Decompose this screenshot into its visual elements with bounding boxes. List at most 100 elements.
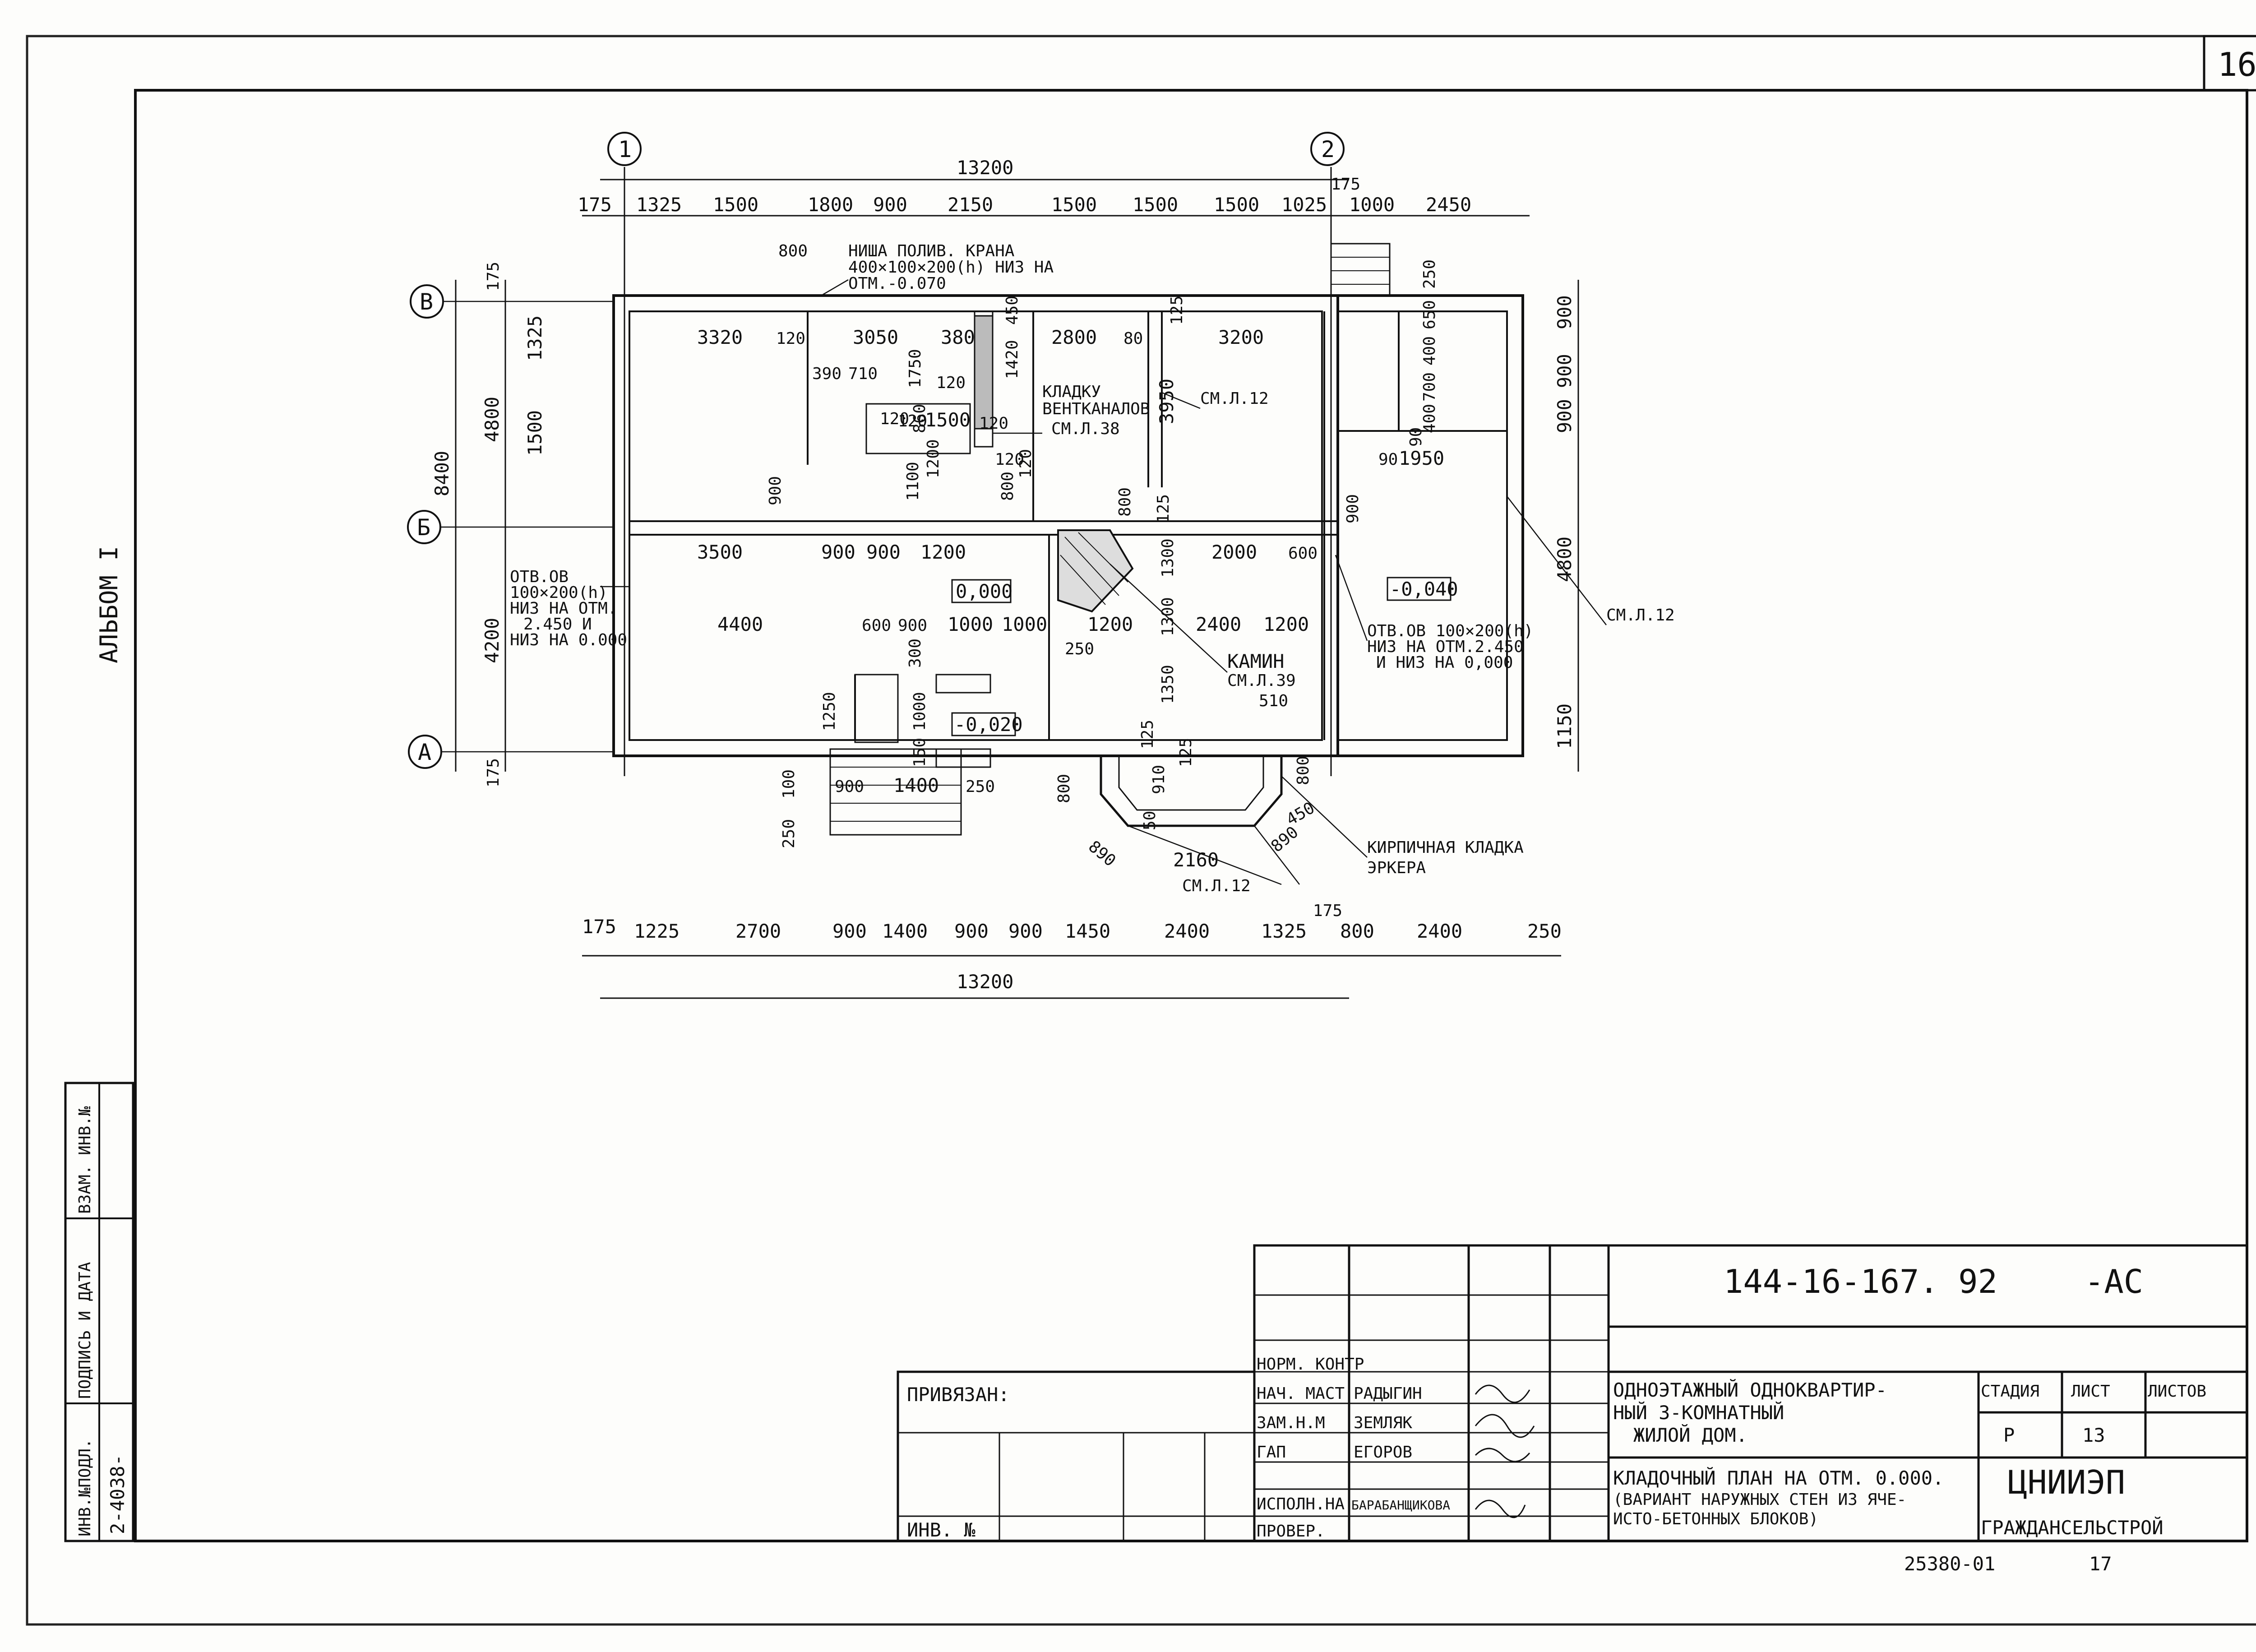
svg-text:2450: 2450	[1426, 194, 1471, 216]
svg-text:300: 300	[906, 639, 925, 668]
sheet-header: ЛИСТ	[2071, 1382, 2110, 1401]
svg-text:175: 175	[1313, 902, 1342, 920]
sheet-inner-frame	[134, 89, 2248, 1542]
drawing-suffix: -АС	[2085, 1263, 2143, 1300]
svg-text:175: 175	[582, 916, 616, 938]
svg-text:800: 800	[778, 242, 808, 260]
note-bay-2: ЭРКЕРА	[1367, 859, 1426, 877]
note-niche-1: НИША ПОЛИВ. КРАНА	[848, 242, 1015, 260]
title-line-2: НЫЙ 3-КОМНАТНЫЙ	[1613, 1401, 1784, 1424]
note-niche-3: ОТМ.-0.070	[848, 274, 946, 293]
axis-label-a: А	[418, 739, 431, 765]
svg-text:120: 120	[1017, 449, 1035, 478]
svg-text:175: 175	[1331, 175, 1360, 194]
level-0000: 0,000	[956, 580, 1012, 602]
stage-value: Р	[2003, 1424, 2015, 1446]
svg-text:900: 900	[866, 541, 901, 563]
page-number-box	[2203, 35, 2256, 92]
svg-text:1300: 1300	[1159, 538, 1177, 578]
axis-label-b: Б	[417, 514, 430, 541]
svg-text:2800: 2800	[1051, 326, 1097, 348]
svg-text:2-4038-: 2-4038-	[106, 1454, 129, 1534]
svg-text:2400: 2400	[1164, 920, 1210, 942]
svg-text:1500: 1500	[925, 409, 971, 431]
svg-text:900: 900	[766, 476, 785, 505]
leader-lines	[600, 279, 1607, 885]
dim-bottom-chain: 175 1225 2700 900 1400 900 900 1450 2400…	[582, 902, 1562, 942]
svg-text:1500: 1500	[1214, 194, 1259, 216]
svg-text:1450: 1450	[1065, 920, 1110, 942]
svg-text:3500: 3500	[697, 541, 743, 563]
svg-text:1325: 1325	[524, 315, 546, 361]
sheet-outer-border	[26, 35, 2256, 1626]
svg-text:900: 900	[1553, 354, 1576, 388]
svg-text:1000: 1000	[911, 692, 929, 731]
svg-text:120: 120	[936, 374, 966, 392]
svg-text:1420: 1420	[1003, 340, 1022, 379]
svg-text:1325: 1325	[1261, 920, 1307, 942]
dim-right-chain: 900 900 900 4800 1150 250 650 400 700 40…	[1407, 259, 1576, 749]
svg-text:800: 800	[1055, 774, 1073, 803]
dim-left-total: 8400	[431, 451, 453, 496]
side-stamp: ИНВ.№ПОДЛ. ПОДПИСЬ И ДАТА ВЗАМ. ИНВ.№ 2-…	[64, 1082, 134, 1542]
svg-text:860: 860	[911, 404, 929, 433]
note-see-12-a: СМ.Л.12	[1200, 389, 1269, 408]
org-name: ЦНИИЭП	[2008, 1463, 2125, 1501]
svg-text:3200: 3200	[1218, 326, 1264, 348]
svg-text:80: 80	[1123, 329, 1143, 348]
svg-text:1000: 1000	[948, 613, 993, 635]
svg-text:2160: 2160	[1173, 849, 1219, 871]
inv-no-label: ИНВ. №	[907, 1519, 975, 1541]
note-opening-left-3: НИЗ НА ОТМ.	[510, 599, 617, 618]
level-minus-040: -0,040	[1390, 578, 1458, 600]
desc-line-2: (ВАРИАНТ НАРУЖНЫХ СТЕН ИЗ ЯЧЕ-	[1613, 1490, 1906, 1509]
album-label: АЛЬБОМ I	[95, 546, 123, 663]
svg-text:650: 650	[1420, 300, 1439, 329]
svg-text:1150: 1150	[1553, 703, 1576, 749]
svg-text:1000: 1000	[1002, 613, 1047, 635]
svg-text:390: 390	[812, 365, 841, 383]
title-line-1: ОДНОЭТАЖНЫЙ ОДНОКВАРТИР-	[1613, 1379, 1887, 1401]
note-fireplace-3: 510	[1259, 692, 1288, 710]
title-block-frame	[897, 1244, 2248, 1542]
svg-text:1000: 1000	[1349, 194, 1395, 216]
signatures	[1475, 1384, 1535, 1518]
stage-header: СТАДИЯ	[1981, 1382, 2039, 1401]
svg-text:3050: 3050	[853, 326, 898, 348]
svg-text:2400: 2400	[1196, 613, 1241, 635]
note-fireplace-1: КАМИН	[1227, 650, 1284, 672]
level-minus-020: -0,020	[954, 713, 1023, 736]
bottom-page: 17	[2089, 1553, 2112, 1575]
svg-text:900: 900	[1553, 399, 1576, 433]
svg-text:400: 400	[1420, 404, 1439, 433]
svg-text:ИНВ.№ПОДЛ.: ИНВ.№ПОДЛ.	[76, 1439, 94, 1536]
svg-text:50: 50	[1141, 811, 1159, 830]
svg-text:125: 125	[1168, 296, 1186, 325]
svg-text:2700: 2700	[735, 920, 781, 942]
svg-text:1950: 1950	[1399, 447, 1444, 469]
svg-text:250: 250	[1527, 920, 1562, 942]
svg-text:910: 910	[1150, 765, 1168, 794]
svg-text:1750: 1750	[906, 349, 925, 388]
bottom-code: 25380-01	[1904, 1553, 1995, 1575]
svg-text:900: 900	[954, 920, 989, 942]
svg-text:ИСПОЛН.НА: ИСПОЛН.НА	[1257, 1495, 1345, 1513]
svg-text:700: 700	[1420, 372, 1439, 402]
svg-text:120: 120	[898, 412, 927, 430]
svg-text:1500: 1500	[1051, 194, 1097, 216]
drawing-code: 144-16-167. 92	[1724, 1263, 1997, 1300]
axis-label-1: 1	[618, 136, 632, 162]
svg-text:4400: 4400	[717, 613, 763, 635]
svg-text:100: 100	[780, 769, 798, 799]
svg-text:4800: 4800	[481, 397, 503, 442]
axis-label-v: В	[420, 289, 433, 315]
svg-text:1200: 1200	[924, 439, 943, 478]
svg-text:120: 120	[880, 410, 909, 428]
svg-text:НОРМ. КОНТР: НОРМ. КОНТР	[1257, 1355, 1364, 1374]
svg-text:120: 120	[995, 450, 1024, 469]
svg-text:900: 900	[835, 777, 864, 796]
note-vent-2: ВЕНТКАНАЛОВ	[1042, 400, 1150, 418]
svg-text:250: 250	[966, 777, 995, 796]
